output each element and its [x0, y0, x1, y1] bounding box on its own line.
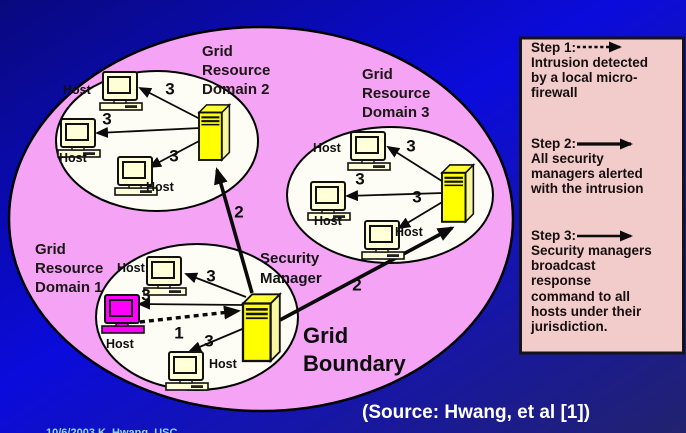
domain1-label: Grid Resource Domain 1 [35, 241, 104, 296]
host-label: Host [117, 261, 145, 275]
alert-arrow-to-domain2 [214, 167, 254, 294]
host-label: Host [63, 83, 91, 97]
intrusion-detect-arrow [139, 305, 241, 324]
host-icon [99, 71, 143, 111]
broadcast-arrow-d3-host3 [397, 200, 445, 230]
step3-number: 3 [169, 146, 179, 166]
host-icon [165, 351, 209, 391]
legend-step2-body: All security managers alerted with the i… [531, 151, 644, 197]
domain2-label: Grid Resource Domain 2 [202, 43, 271, 98]
source-citation: (Source: Hwang, et al [1]) [362, 402, 591, 423]
step3-number: 3 [141, 285, 151, 305]
host-label: Host [314, 214, 342, 228]
step3-number: 3 [204, 331, 214, 351]
legend-panel [519, 36, 685, 355]
legend-step3-heading: Step 3: [531, 228, 577, 243]
broadcast-arrow-d2-host3 [148, 139, 202, 168]
grid-boundary-label: Grid Boundary [303, 323, 406, 376]
step3-number: 3 [412, 187, 422, 207]
step1-number: 1 [174, 323, 184, 343]
host-label: Host [395, 225, 423, 239]
security-manager-server-domain2 [198, 103, 231, 161]
host-label: Host [313, 141, 341, 155]
step3-number: 3 [406, 136, 416, 156]
compromised-host-icon [101, 294, 145, 334]
domain3-label: Grid Resource Domain 3 [362, 66, 431, 121]
broadcast-arrow-d2-host1 [138, 87, 203, 121]
legend-step3-body: Security managers broadcast response com… [531, 243, 652, 335]
legend-step1-heading: Step 1: [531, 40, 577, 55]
legend-step1-body: Intrusion detected by a local micro- fir… [531, 55, 649, 101]
step3-number: 3 [102, 109, 112, 129]
alert-arrow-to-domain3 [279, 226, 455, 322]
step2-number: 2 [234, 202, 244, 222]
step3-number: 3 [355, 169, 365, 189]
step2-number: 2 [352, 275, 362, 295]
legend-step2-heading: Step 2: [531, 136, 577, 151]
host-icon [347, 131, 391, 171]
host-label: Host [209, 357, 237, 371]
security-manager-server-domain3 [441, 163, 475, 223]
security-manager-label: Security Manager [260, 250, 322, 287]
host-label: Host [146, 180, 174, 194]
broadcast-arrow-d1-host2 [137, 298, 244, 310]
broadcast-arrow-d3-host1 [386, 145, 446, 184]
host-label: Host [59, 151, 87, 165]
broadcast-arrow-d1-host3 [188, 326, 248, 352]
broadcast-arrow-d2-host2 [95, 126, 201, 138]
host-label: Host [106, 337, 134, 351]
slide-footer-clipped: 10/6/2003 K. Hwang, USC [46, 427, 178, 433]
broadcast-arrow-d3-host2 [345, 190, 444, 202]
broadcast-arrow-d1-host1 [184, 272, 247, 298]
step3-number: 3 [165, 79, 175, 99]
security-manager-server-domain1 [241, 293, 281, 363]
step3-number: 3 [206, 266, 216, 286]
